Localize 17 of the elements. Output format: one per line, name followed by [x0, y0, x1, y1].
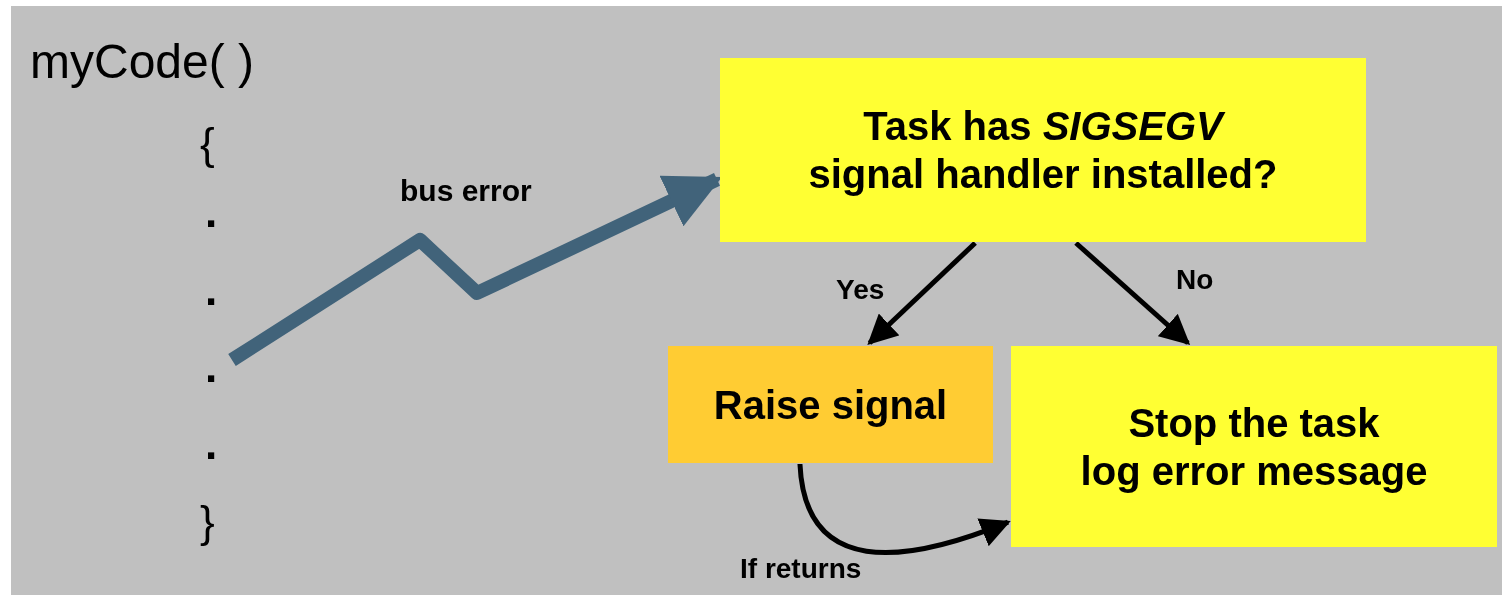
- ellipsis-dot: .: [205, 190, 218, 234]
- brace: }: [200, 500, 215, 544]
- decision-box: Task has SIGSEGV signal handler installed?: [720, 58, 1366, 242]
- arrow: [797, 463, 1011, 556]
- edge-label: Yes: [836, 276, 885, 304]
- ellipsis-dot: .: [205, 422, 218, 466]
- edge-label: bus error: [400, 176, 532, 206]
- arrow: [867, 241, 977, 346]
- edge-label: No: [1176, 266, 1214, 294]
- arrow: [1074, 241, 1191, 345]
- function-name: myCode( ): [30, 38, 255, 86]
- process-box: Raise signal: [668, 346, 993, 463]
- process-box: Stop the task log error message: [1011, 346, 1497, 547]
- ellipsis-dot: .: [205, 345, 218, 389]
- edge-label: If returns: [740, 555, 862, 583]
- brace: {: [200, 122, 215, 166]
- ellipsis-dot: .: [205, 268, 218, 312]
